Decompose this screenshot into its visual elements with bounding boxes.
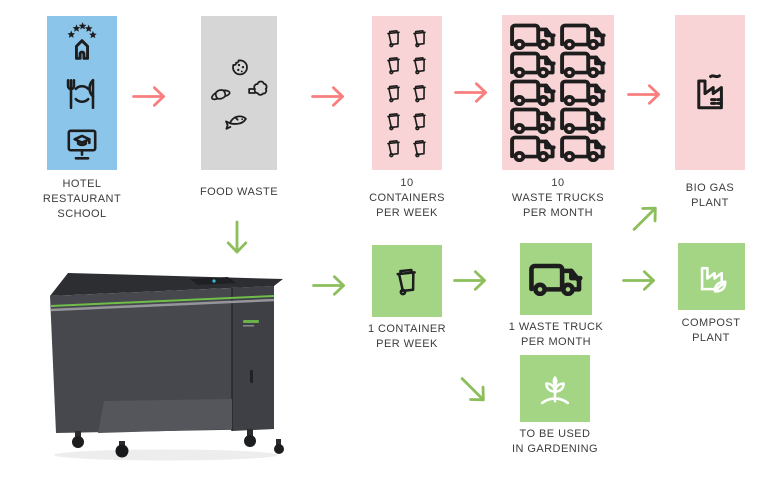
factory-leaf-icon	[700, 266, 727, 293]
waste-bin-icon	[386, 29, 402, 48]
arrow-trucks-to-biogas	[627, 84, 660, 105]
waste-truck-icon	[529, 263, 583, 296]
compost-plant-label: COMPOST PLANT	[681, 317, 741, 345]
waste-truck-icon	[510, 23, 556, 51]
compost-plant-tile	[678, 243, 745, 310]
composting-machine-image	[50, 273, 284, 461]
waste-truck-icon	[510, 51, 556, 79]
trucks-10-label: 10 WASTE TRUCKS PER MONTH	[511, 177, 605, 220]
factory-icon	[697, 73, 723, 109]
container-1-label: 1 CONTAINER PER WEEK	[367, 323, 447, 351]
arrow-foodwaste-to-machine	[226, 220, 248, 254]
waste-truck-icon	[560, 79, 606, 106]
waste-truck-icon	[560, 23, 606, 51]
bio-gas-plant-tile	[675, 15, 745, 170]
source-tile	[47, 16, 117, 170]
hotel-icon	[59, 20, 105, 66]
waste-bin-icon	[396, 268, 419, 296]
waste-bin-icon	[386, 57, 402, 75]
arrow-container-to-truck	[453, 270, 487, 291]
waste-truck-icon	[510, 79, 556, 106]
waste-bin-icon	[386, 84, 402, 103]
arrow-truck-to-gardening	[454, 370, 491, 408]
fish-icon	[224, 114, 248, 130]
gardening-label: TO BE USED IN GARDENING	[511, 428, 599, 456]
trucks-10-tile	[502, 15, 614, 170]
arrow-containers-to-trucks	[454, 82, 488, 103]
arrow-machine-to-container	[312, 275, 346, 296]
waste-bin-icon	[412, 84, 428, 103]
waste-bin-icon	[386, 140, 402, 158]
container-1-tile	[372, 245, 442, 317]
bin-grid	[372, 16, 442, 170]
arrow-truck-to-compost	[622, 270, 655, 291]
school-icon	[67, 129, 97, 160]
arrow-foodwaste-to-containers	[311, 86, 345, 107]
truck-1-tile	[520, 243, 592, 315]
containers-10-tile	[372, 16, 442, 170]
restaurant-icon	[66, 78, 95, 110]
broccoli-icon	[248, 80, 268, 96]
waste-truck-icon	[510, 135, 556, 162]
waste-truck-icon	[560, 135, 606, 162]
truck-1-label: 1 WASTE TRUCK PER MONTH	[508, 321, 604, 349]
gardening-tile	[520, 355, 590, 422]
sprout-icon	[540, 375, 570, 404]
waste-bin-icon	[412, 29, 428, 48]
arrow-source-to-foodwaste	[132, 86, 165, 107]
waste-bin-icon	[412, 112, 428, 131]
waste-bin-icon	[412, 57, 428, 75]
bio-gas-plant-label: BIO GAS PLANT	[685, 182, 735, 210]
waste-truck-icon	[560, 51, 606, 79]
croissant-icon	[209, 86, 232, 103]
waste-truck-icon	[510, 107, 556, 134]
containers-10-label: 10 CONTAINERS PER WEEK	[369, 177, 445, 220]
waste-bin-icon	[386, 112, 402, 131]
food-waste-label: FOOD WASTE	[199, 186, 279, 198]
source-label: HOTEL RESTAURANT SCHOOL	[42, 178, 122, 221]
food-waste-tile	[201, 16, 277, 170]
truck-grid	[502, 15, 614, 170]
waste-truck-icon	[560, 107, 606, 134]
waste-bin-icon	[412, 140, 428, 158]
